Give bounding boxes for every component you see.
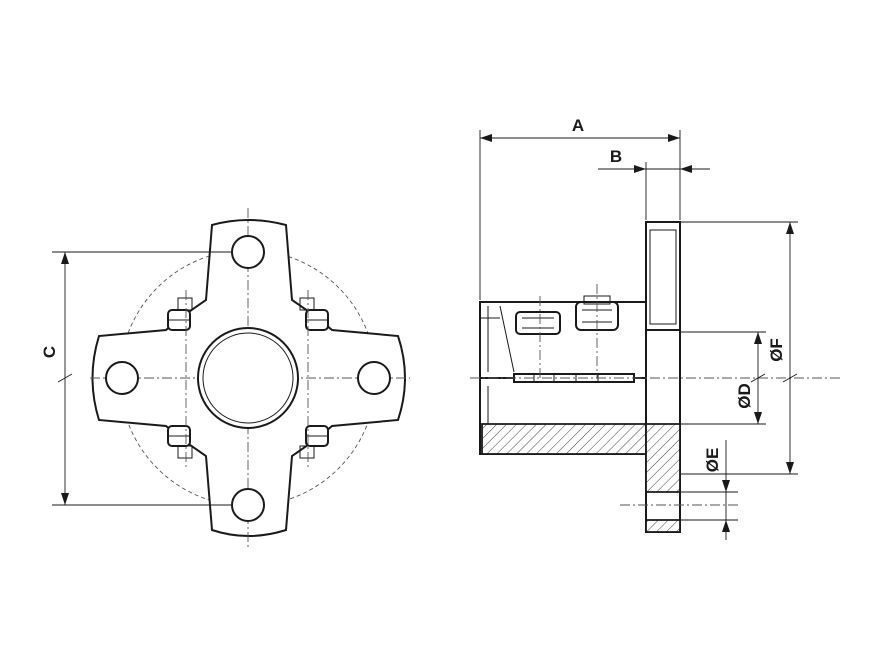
side-bolt-left xyxy=(515,311,561,335)
label-d: ØD xyxy=(735,383,754,409)
clamp-bolt-top-left xyxy=(167,297,193,331)
bolt-hole-left xyxy=(105,361,139,395)
bolt-hole-bottom xyxy=(231,488,265,522)
bolt-hole-top xyxy=(231,235,265,269)
dimension-a: A xyxy=(479,116,681,300)
bolt-hole-right xyxy=(357,361,391,395)
clamp-bolt-bottom-right xyxy=(299,425,329,459)
label-f: ØF xyxy=(767,338,786,362)
label-b: B xyxy=(610,147,622,166)
clamp-bolt-bottom-left xyxy=(167,425,193,459)
label-e: ØE xyxy=(703,448,722,473)
side-view: A B ØF ØD xyxy=(470,116,840,540)
dimension-e: ØE xyxy=(680,440,738,540)
dimension-d: ØD xyxy=(680,331,766,425)
flange-plate xyxy=(645,221,681,331)
label-a: A xyxy=(572,116,584,135)
center-bore-inner xyxy=(202,332,294,424)
dimension-f: ØF xyxy=(680,221,798,475)
dimension-c: C xyxy=(40,251,232,506)
center-bore-outer xyxy=(197,327,299,429)
front-view: C xyxy=(40,208,410,548)
clamp-bolt-top-right xyxy=(299,297,329,331)
hub-body-upper xyxy=(479,301,647,379)
flange-section-hatch xyxy=(645,423,681,493)
label-c: C xyxy=(40,346,59,358)
dimension-b: B xyxy=(598,147,710,220)
hub-section-hatch xyxy=(481,423,647,455)
